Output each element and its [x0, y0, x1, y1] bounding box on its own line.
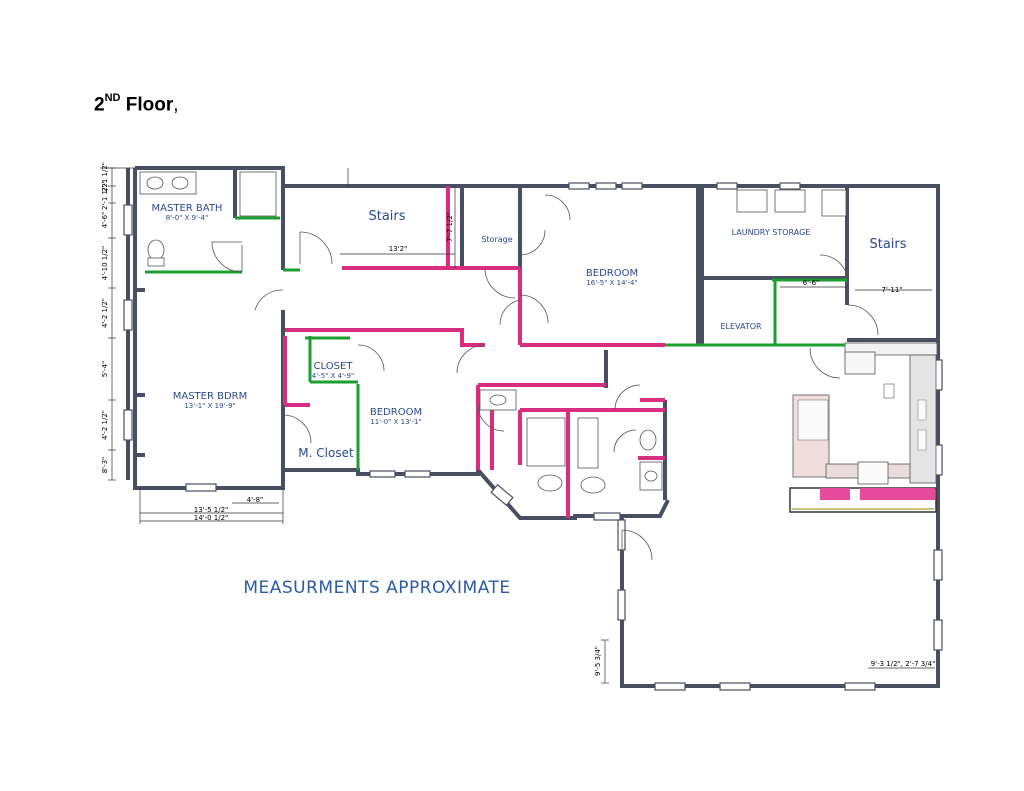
shower-pan: [577, 417, 599, 469]
fixtures: [139, 171, 847, 494]
bottom-a-dim: 13'-5 1/2": [194, 506, 229, 514]
washer: [736, 189, 768, 213]
stairs-right-label: Stairs: [869, 237, 906, 252]
master-bath-label: MASTER BATH: [152, 203, 223, 214]
left-dim-3: 4'-6": [101, 212, 109, 229]
corner-right-dim: 9'-3 1/2", 2'-7 3/4": [871, 660, 936, 668]
bedroom-top-label: BEDROOM: [586, 268, 638, 279]
stairs-left-label: Stairs: [368, 209, 405, 224]
measurements-note: MEASURMENTS APPROXIMATE: [243, 578, 510, 598]
master-bdrm-size: 13'-1" X 19'-9": [184, 402, 235, 410]
floor-number: 2: [94, 94, 105, 116]
left-dim-8: 8'-3": [101, 457, 109, 474]
tub: [526, 417, 566, 467]
stairs-right-dim: 7'-11": [881, 286, 902, 294]
floor-heading: 2ND Floor,: [94, 92, 179, 116]
green-walls: [145, 216, 847, 470]
toilet-icon-2: [537, 474, 563, 492]
bedroom-top-size: 16'-5" X 14'-4": [586, 279, 637, 287]
left-dim-2: 2'-1 1/2": [101, 180, 109, 210]
laundry-stair-dim: 6'-6": [803, 279, 820, 287]
left-dim-6: 5'-4": [101, 361, 109, 378]
stair-lines: [340, 186, 932, 291]
closet-size: 4'-5" X 4'-9": [312, 372, 354, 380]
dryer: [774, 189, 806, 213]
master-bath-size: 8'-0" X 9'-4": [166, 214, 208, 222]
right-lower-dimension-line: [601, 639, 935, 684]
m-closet-label: M. Closet: [298, 446, 354, 460]
bottom-b-dim: 14'-0 1/2": [194, 514, 229, 522]
bottom-dimension-lines: [139, 488, 284, 524]
storage-label: Storage: [481, 235, 512, 244]
left-dim-7: 4'-2 1/2": [101, 410, 109, 440]
left-dimension-line: [108, 167, 116, 481]
stairs-width-dim: 13'2": [389, 245, 408, 253]
bedroom-mid-size: 11'-0" X 13'-1": [370, 418, 421, 426]
left-dim-4: 4'-10 1/2": [101, 246, 109, 281]
heading-punct: ,: [173, 94, 179, 116]
windows: [123, 182, 943, 691]
left-dim-5: 4'-2 1/2": [101, 298, 109, 328]
floor-word: Floor: [125, 94, 174, 116]
shower: [239, 171, 277, 217]
right-lower-dim: 9'-5 3/4": [594, 646, 602, 676]
door-swings: [211, 194, 879, 561]
elevator-label: ELEVATOR: [720, 322, 762, 331]
floor-ordinal: ND: [104, 92, 121, 104]
master-bdrm-label: MASTER BDRM: [173, 391, 248, 402]
bedroom-mid-label: BEDROOM: [370, 407, 422, 418]
kitchen: [789, 342, 938, 513]
stairs-depth-dim: 7'-7 1/2": [446, 212, 454, 242]
closet-label: CLOSET: [314, 361, 354, 372]
left-dim-1: 2'-1 1/2": [101, 162, 109, 192]
bottom-inner-dim: 4'-8": [247, 496, 264, 504]
laundry-label: LAUNDRY STORAGE: [732, 228, 811, 237]
toilet-icon: [147, 239, 165, 261]
